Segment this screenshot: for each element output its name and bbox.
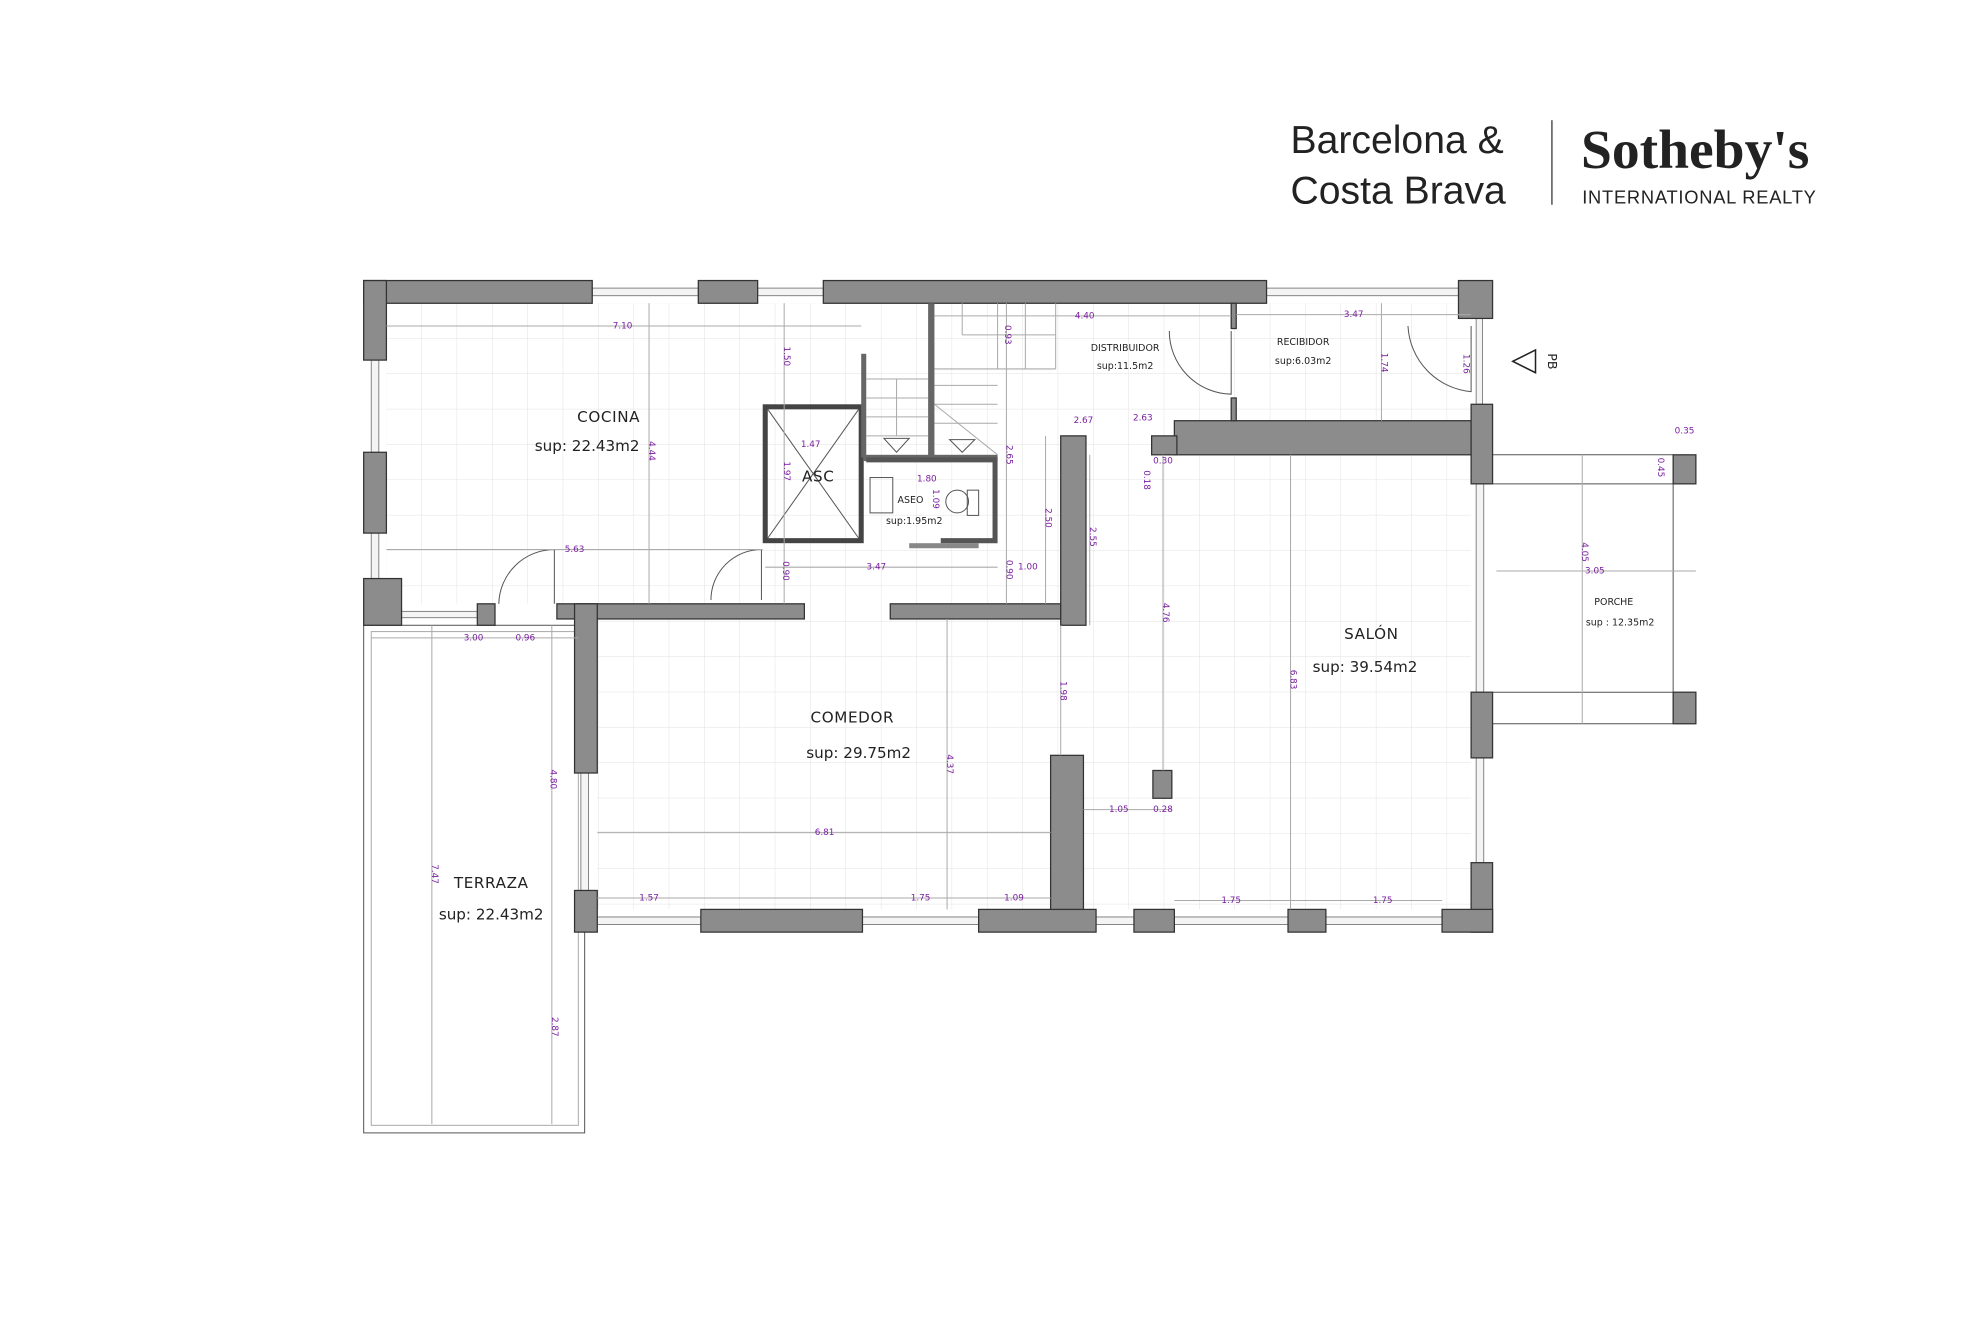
dimension-label: 4.76 [1160, 603, 1170, 623]
room-area-aseo: sup:1.95m2 [886, 516, 942, 527]
room-area-porche: sup : 12.35m2 [1586, 617, 1655, 628]
dimension-labels: 7.10 1.50 4.44 1.47 1.97 5.63 0.90 3.47 … [429, 310, 1694, 1037]
room-area-terraza: sup: 22.43m2 [439, 905, 544, 923]
aseo-room [866, 457, 998, 549]
room-labels: COCINA sup: 22.43m2 ASC ASEO sup:1.95m2 … [439, 337, 1655, 924]
sink-icon [869, 477, 894, 514]
dimension-label: 0.18 [1141, 470, 1151, 490]
dimension-label: 3.47 [1344, 310, 1364, 320]
dimension-label: 7.10 [613, 322, 633, 332]
dimension-label: 1.57 [639, 894, 659, 904]
dimension-lines [371, 303, 1472, 1125]
dimension-label: 1.50 [781, 346, 791, 366]
dimension-label: 0.93 [1002, 325, 1012, 345]
walls [363, 279, 1494, 933]
room-area-cocina: sup: 22.43m2 [535, 437, 640, 455]
room-area-distribuidor: sup:11.5m2 [1097, 361, 1153, 372]
room-name-recibidor: RECIBIDOR [1277, 337, 1330, 348]
dimension-label: 1.74 [1378, 353, 1388, 373]
door-swing[interactable] [1407, 325, 1472, 393]
entrance-arrow-icon [1511, 348, 1537, 374]
level-label: PB [1545, 353, 1560, 369]
elevator-shaft [762, 404, 864, 544]
room-name-asc: ASC [802, 467, 834, 485]
brand-logo: Barcelona & Costa Brava Sotheby's INTERN… [1291, 119, 1816, 213]
dimension-label: 0.30 [1153, 457, 1173, 467]
room-area-salon: sup: 39.54m2 [1313, 658, 1418, 676]
dimension-label: 2.63 [1133, 414, 1153, 424]
dimension-label: 1.47 [801, 440, 821, 450]
room-name-porche: PORCHE [1594, 597, 1633, 608]
dimension-label: 1.05 [1109, 805, 1129, 815]
dimension-label: 2.50 [1043, 508, 1053, 528]
dimension-label: 2.55 [1087, 527, 1097, 547]
central-pillar [1049, 754, 1085, 911]
door-swing[interactable] [1168, 331, 1232, 395]
level-marker: PB [1511, 348, 1560, 374]
dimension-label: 2.67 [1074, 416, 1094, 426]
dimension-label: 3.00 [464, 633, 484, 643]
dimension-label: 1.09 [1004, 894, 1024, 904]
dimension-label: 1.97 [781, 461, 791, 481]
dimension-label: 6.81 [815, 828, 835, 838]
dimension-label: 4.80 [548, 769, 558, 789]
dimension-label: 5.63 [565, 545, 585, 555]
porche-post [1672, 691, 1697, 725]
room-name-distribuidor: DISTRIBUIDOR [1091, 343, 1160, 354]
brand-line-1: Barcelona & [1291, 119, 1504, 162]
dimension-label: 0.35 [1675, 426, 1695, 436]
dimension-label: 4.05 [1579, 542, 1589, 562]
brand-line-2: Costa Brava [1291, 170, 1507, 213]
floor-grid-bottom [597, 603, 1472, 910]
brand-tagline: INTERNATIONAL REALTY [1582, 187, 1816, 208]
room-name-salon: SALÓN [1344, 624, 1399, 643]
porche-structure [1492, 454, 1697, 725]
dimension-label: 1.00 [1018, 563, 1038, 573]
dimension-label: 6.83 [1288, 670, 1298, 690]
dimension-label: 1.75 [1373, 896, 1393, 906]
dimension-label: 1.09 [930, 489, 940, 509]
dimension-label: 0.90 [780, 561, 790, 581]
dimension-label: 1.75 [911, 894, 931, 904]
porche-post [1672, 454, 1697, 485]
dimension-label: 2.87 [549, 1017, 559, 1037]
dimension-label: 1.80 [917, 474, 937, 484]
dimension-label: 3.05 [1585, 567, 1605, 577]
brand-name: Sotheby's [1581, 119, 1809, 181]
dimension-label: 3.47 [867, 563, 887, 573]
dimension-label: 0.96 [515, 633, 535, 643]
room-name-cocina: COCINA [577, 408, 640, 426]
room-name-comedor: COMEDOR [811, 709, 895, 727]
dimension-label: 1.26 [1461, 354, 1471, 374]
dimension-label: 1.98 [1058, 681, 1068, 701]
dimension-label: 4.44 [646, 441, 656, 461]
dimension-label: 1.75 [1221, 896, 1241, 906]
room-area-comedor: sup: 29.75m2 [806, 744, 911, 762]
room-name-aseo: ASEO [897, 495, 923, 506]
toilet-icon [945, 489, 970, 514]
room-area-recibidor: sup:6.03m2 [1275, 356, 1331, 367]
dimension-label: 2.65 [1003, 445, 1013, 465]
dimension-label: 4.40 [1075, 311, 1095, 321]
dimension-label: 7.47 [429, 864, 439, 884]
dimension-label: 0.45 [1655, 458, 1665, 478]
dimension-label: 0.90 [1003, 560, 1013, 580]
column [1152, 769, 1173, 799]
dimension-label: 4.37 [944, 754, 954, 774]
room-name-terraza: TERRAZA [453, 874, 529, 892]
dimension-label: 0.28 [1153, 805, 1173, 815]
